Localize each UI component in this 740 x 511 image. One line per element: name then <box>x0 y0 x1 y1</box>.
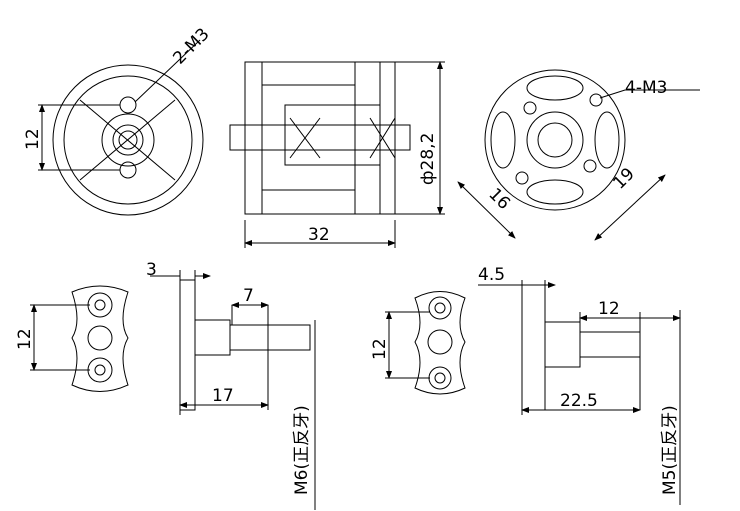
back-view: 4-M3 16 19 <box>457 69 700 241</box>
svg-text:12: 12 <box>23 128 43 150</box>
mount-hole <box>119 96 137 114</box>
svg-text:12: 12 <box>598 299 620 319</box>
mount-hole <box>119 161 137 179</box>
svg-text:16: 16 <box>484 184 513 213</box>
svg-text:17: 17 <box>212 386 234 406</box>
front-view: 12 2-M3 <box>23 24 214 216</box>
adapter-m6: 12 3 7 17 M6(正反牙) <box>15 260 316 510</box>
adapter-m5: 12 4.5 12 22.5 M5(正反牙) <box>370 265 681 505</box>
svg-text:M5(正反牙): M5(正反牙) <box>660 405 680 495</box>
svg-text:3: 3 <box>146 260 157 280</box>
svg-text:22.5: 22.5 <box>560 391 598 411</box>
svg-text:2-M3: 2-M3 <box>169 24 213 68</box>
svg-text:M6(正反牙): M6(正反牙) <box>292 405 312 495</box>
svg-text:12: 12 <box>15 328 35 350</box>
svg-text:ф28,2: ф28,2 <box>418 133 438 185</box>
side-view: 32 ф28,2 <box>229 61 445 248</box>
svg-text:7: 7 <box>243 286 254 306</box>
svg-text:12: 12 <box>370 338 390 360</box>
svg-text:19: 19 <box>609 164 638 193</box>
svg-text:4-M3: 4-M3 <box>625 78 667 98</box>
svg-text:32: 32 <box>308 225 330 245</box>
svg-text:4.5: 4.5 <box>478 265 505 285</box>
